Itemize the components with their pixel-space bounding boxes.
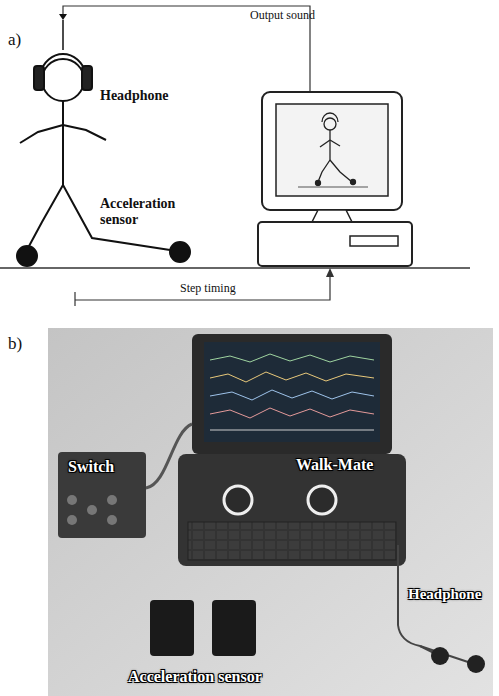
earbud <box>431 647 449 665</box>
laptop-base <box>178 454 406 566</box>
laptop-lid <box>192 334 392 454</box>
part-label: Headphone <box>100 88 168 104</box>
screen-figure-part <box>298 186 368 187</box>
screen-waveforms <box>210 354 374 430</box>
earbud <box>467 655 485 673</box>
switch-box-part <box>107 515 117 525</box>
screen-waveforms-part <box>210 354 374 362</box>
screen-figure-part <box>351 180 356 185</box>
ring-button <box>308 486 336 514</box>
signal-label: Step timing <box>180 282 236 296</box>
switch-box-part <box>58 452 146 538</box>
screen-waveforms-part <box>210 390 374 400</box>
screen-figure-part <box>318 160 330 182</box>
arrowhead <box>326 268 334 277</box>
part-label: Headphone <box>408 586 481 603</box>
computer-base <box>258 222 412 266</box>
switch-box <box>58 452 146 538</box>
switch-box-part <box>67 515 77 525</box>
switch-box-part <box>67 495 77 505</box>
step-timing-tick <box>74 292 75 306</box>
acceleration-sensor <box>212 600 256 656</box>
part-label: Switch <box>68 458 114 476</box>
screen-waveforms-part <box>210 372 374 382</box>
screen-waveforms-part <box>210 430 374 431</box>
leg <box>28 185 63 248</box>
ground-line <box>0 267 470 269</box>
computer <box>258 92 412 266</box>
ear-cup <box>82 66 92 90</box>
switch-cable <box>146 424 192 488</box>
acceleration-sensor <box>170 242 190 262</box>
screen-figure-part <box>322 113 338 122</box>
arm <box>20 125 63 143</box>
panel-letter: a) <box>8 30 21 50</box>
walker-figure <box>17 14 190 266</box>
signal-label: Output sound <box>250 9 315 23</box>
head <box>42 59 84 101</box>
drive-slot <box>350 236 398 246</box>
torso <box>62 101 64 185</box>
screen-waveforms-part <box>210 408 374 418</box>
screen-figure-part <box>330 160 352 182</box>
screen-figure-part <box>320 140 330 147</box>
keyboard <box>188 522 396 560</box>
part-label: Walk-Mate <box>296 456 373 474</box>
switch-box-part <box>107 495 117 505</box>
photo-ground <box>48 328 493 696</box>
headphone-cable-part <box>420 646 474 664</box>
screen-figure-part <box>330 140 340 146</box>
monitor-stand <box>312 210 352 222</box>
part-label: Acceleration sensor <box>100 196 190 228</box>
antenna <box>59 14 67 20</box>
ear-cup <box>34 66 44 90</box>
laptop <box>178 334 406 566</box>
screen-figure <box>298 113 368 187</box>
screen-figure-part <box>329 130 330 160</box>
antenna-stem <box>62 20 64 50</box>
ring-button <box>224 486 252 514</box>
screen-figure-part <box>316 181 321 186</box>
acceleration-sensor <box>150 600 194 656</box>
switch-box-part <box>87 505 97 515</box>
monitor <box>262 92 402 210</box>
acceleration-sensor <box>17 246 37 266</box>
panel-letter: b) <box>8 334 22 354</box>
screen <box>276 104 388 196</box>
part-label: Acceleration sensor <box>128 668 262 686</box>
screen-figure-part <box>324 118 336 130</box>
arm <box>63 125 106 140</box>
headphone-cable <box>398 545 474 664</box>
step-timing-wire <box>75 276 330 300</box>
laptop-screen <box>204 342 380 442</box>
headband <box>40 54 86 74</box>
